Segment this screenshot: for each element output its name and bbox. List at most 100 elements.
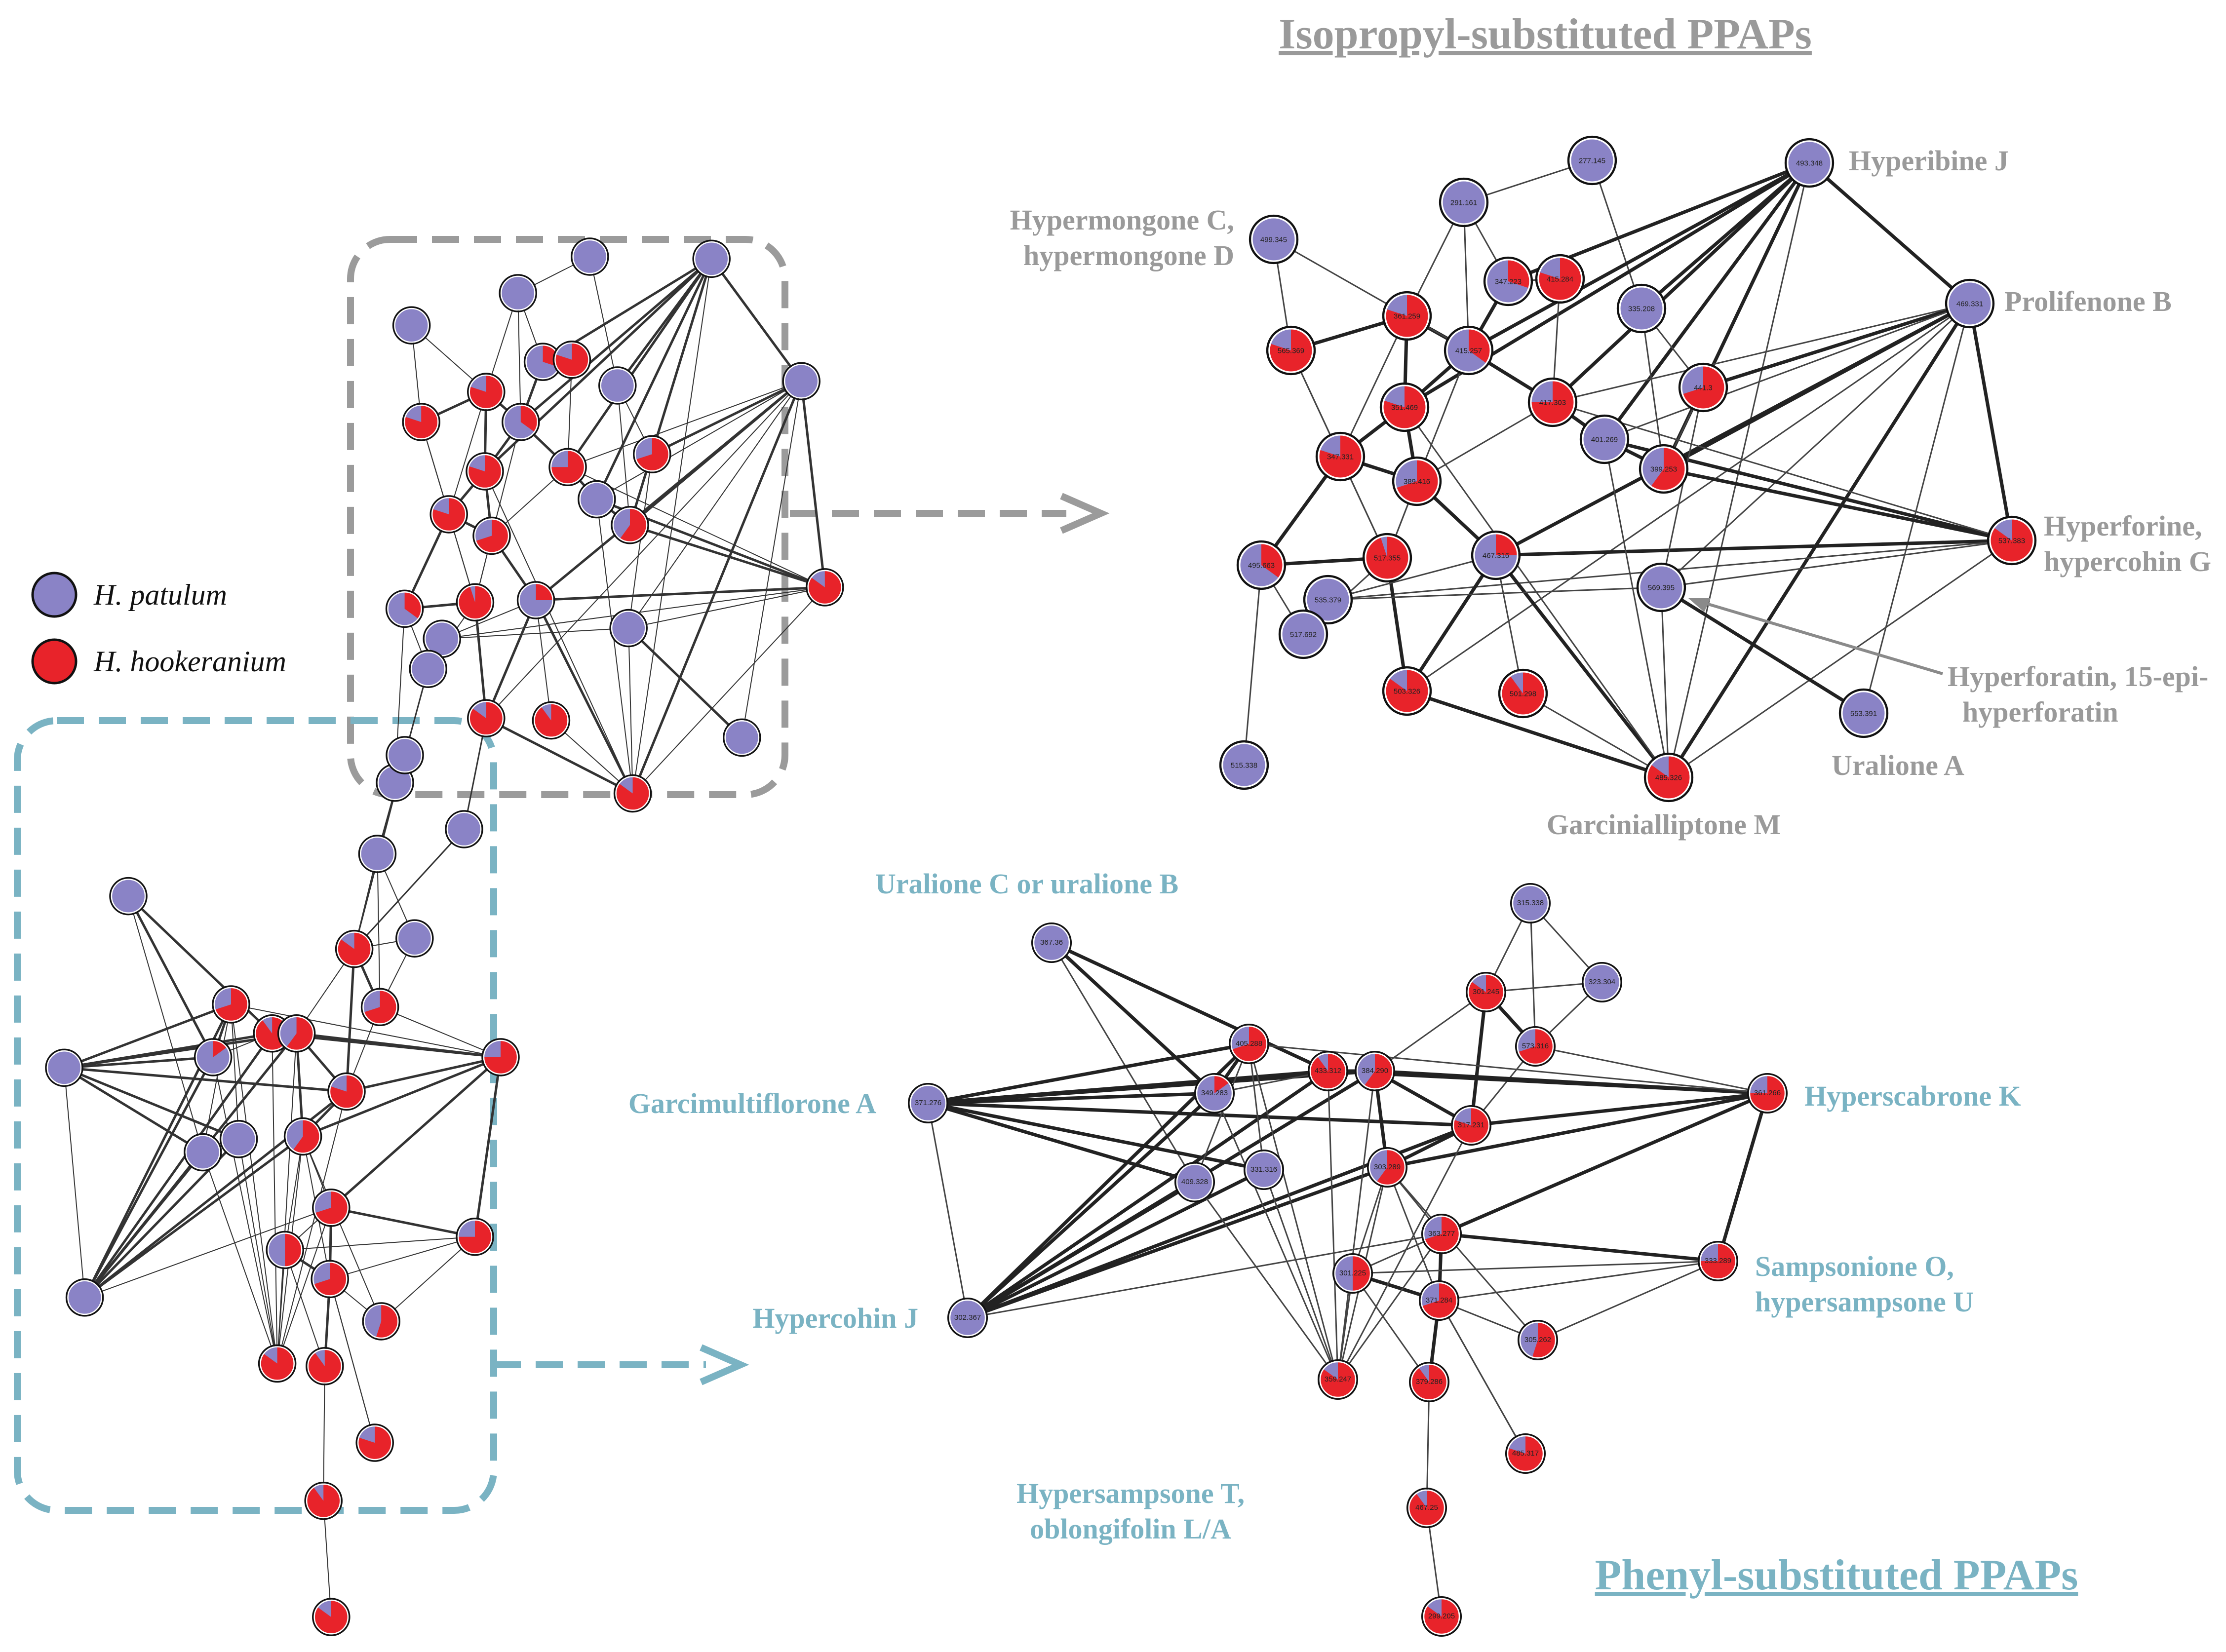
overview-edge [800,381,826,588]
network-edge [1243,565,1262,766]
phenyl-node: 371.284 [1418,1280,1460,1321]
network-edge [1374,991,1486,1072]
overview-node [598,366,637,405]
overview-nodes [45,237,844,1636]
overview-edge [535,380,802,601]
network-edge [1660,586,1865,715]
overview-edge [589,256,618,386]
phenyl-labels: Uralione C or uralione B Garcimultifloro… [628,868,2021,1545]
phenyl-node: 299.205 [1421,1596,1462,1637]
network-edge [1529,903,1536,1047]
network-edge [928,1101,1264,1172]
node-fill-hookeranium [1261,543,1283,578]
legend-label-hookeranium: H. hookeranium [93,645,286,678]
node-outline [1382,291,1432,341]
node-fill-patulum [360,837,394,871]
node-fill-patulum [1034,925,1069,960]
node-outline [1362,533,1412,583]
node-fill-hookeranium [620,508,647,542]
node-id-label: 303.289 [1374,1163,1401,1171]
node-fill-patulum [411,652,445,686]
network-edge [1387,1091,1768,1169]
node-fill-hookeranium [1409,1490,1445,1526]
node-id-label: 291.161 [1450,198,1477,207]
label-garcimultiflorone-a: Garcimultiflorone A [628,1087,876,1119]
overview-edge [596,381,802,500]
node-id-label: 379.286 [1416,1378,1443,1386]
overview-edge [628,454,653,628]
network-edge [967,1168,1265,1320]
isopropyl-node: 351.469 [1379,382,1430,432]
isopropyl-node: 335.208 [1616,283,1667,334]
node-fill-hookeranium [314,1600,348,1634]
node-fill-patulum [1620,287,1663,330]
node-outline [947,1297,988,1339]
node-fill-patulum [784,364,819,398]
node-outline [45,1048,83,1087]
node-outline [1219,740,1269,790]
node-outline [611,505,649,544]
network-edge [967,1165,1388,1320]
node-fill-patulum [695,242,729,276]
node-id-label: 409.328 [1181,1178,1208,1186]
phenyl-node: 361.266 [1747,1073,1788,1114]
node-id-label: 485.317 [1512,1449,1539,1458]
node-outline [358,835,397,873]
network-edge [1249,1043,1768,1094]
node-outline [1579,414,1630,464]
overview-node [578,480,616,519]
overview-node [311,1260,349,1299]
network-edge [1591,160,1642,309]
network-edge [1668,539,2012,778]
node-fill-patulum [222,1122,256,1156]
overview-edge [403,513,450,610]
network-edge [1386,1167,1539,1341]
node-fill-hookeranium [285,1233,302,1267]
node-fill-hookeranium [308,1349,342,1383]
node-id-label: 433.312 [1315,1067,1341,1075]
node-outline [1228,1023,1270,1065]
network-edge [1441,1232,1718,1263]
node-outline [311,1260,349,1299]
network-edge [1328,554,1496,601]
node-fill-hookeranium [1424,1599,1460,1634]
node-outline [1332,1253,1373,1294]
node-outline [1421,1213,1462,1255]
node-fill-hookeranium [329,1075,363,1109]
node-fill-hookeranium [458,1220,492,1254]
overview-edge [238,1139,278,1364]
network-edge [928,1042,1250,1105]
node-id-label: 359.247 [1325,1375,1351,1383]
node-fill-hookeranium [1647,756,1691,800]
isopropyl-edges [1243,159,2014,779]
node-id-label: 415.284 [1547,275,1573,283]
overview-node [423,619,461,658]
overview-node [194,1038,233,1076]
overview-edge [353,828,465,950]
node-outline [499,274,537,312]
node-outline [258,1344,297,1383]
network-edge [1051,942,1196,1183]
node-fill-hookeranium [1396,460,1439,503]
isopropyl-node: 517.355 [1362,533,1412,583]
node-outline [1515,1026,1556,1067]
node-outline [1444,325,1494,376]
blue-dashed-arrow [494,1344,749,1385]
node-fill-hookeranium [1376,1150,1406,1185]
overview-node [304,1481,343,1520]
node-outline [782,362,820,401]
isopropyl-node: 291.161 [1439,177,1489,228]
node-outline [1465,971,1507,1013]
node-fill-patulum [1842,692,1885,735]
network-edge [1604,303,1970,440]
overview-edge [566,258,713,468]
overview-edge [473,1057,502,1237]
overview-edge [128,896,203,1153]
isopropyl-node: 485.326 [1643,752,1694,803]
overview-edge [485,717,633,795]
overview-node [212,985,250,1024]
overview-node [472,516,511,555]
node-fill-hookeranium [1682,366,1725,409]
isopropyl-node: 515.338 [1219,740,1269,790]
